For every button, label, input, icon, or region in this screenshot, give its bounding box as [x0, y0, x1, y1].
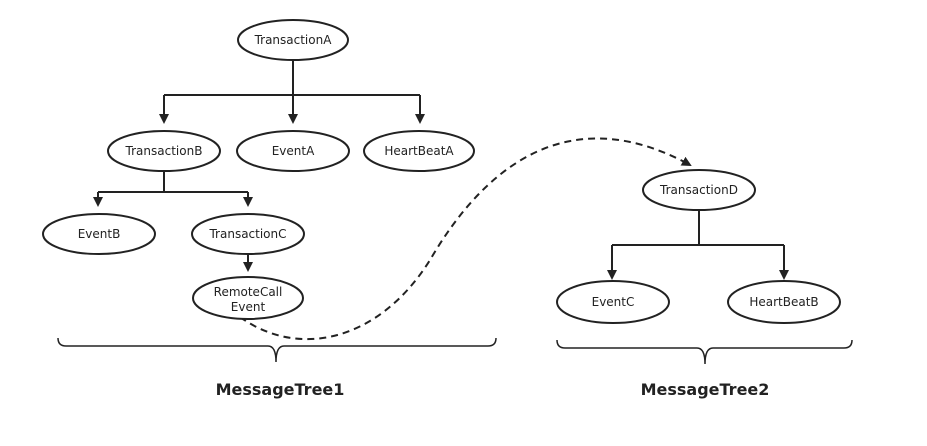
- ellipse-shape: [191, 213, 305, 255]
- node-label: TransactionC: [208, 227, 286, 241]
- node-label: TransactionA: [254, 33, 333, 47]
- edges-transaction-b: [93, 171, 253, 207]
- ellipse-shape: [107, 130, 221, 172]
- edges-transaction-a: [159, 60, 425, 124]
- group-label-message-tree-2: MessageTree2: [641, 380, 770, 399]
- node-event-a: EventA: [236, 130, 350, 172]
- node-label: EventA: [272, 144, 315, 158]
- node-event-b: EventB: [42, 213, 156, 255]
- edges-transaction-d: [607, 210, 789, 280]
- ellipse-shape: [236, 130, 350, 172]
- ellipse-shape: [642, 169, 756, 211]
- node-label: HeartBeatA: [384, 144, 454, 158]
- ellipse-shape: [192, 276, 304, 320]
- node-label: TransactionD: [659, 183, 738, 197]
- node-label: HeartBeatB: [749, 295, 818, 309]
- node-label: EventB: [78, 227, 121, 241]
- node-label: EventC: [592, 295, 635, 309]
- node-event-c: EventC: [556, 280, 670, 324]
- group-label-message-tree-1: MessageTree1: [216, 380, 345, 399]
- ellipse-shape: [237, 19, 349, 61]
- node-transaction-c: TransactionC: [191, 213, 305, 255]
- node-transaction-b: TransactionB: [107, 130, 221, 172]
- node-label: TransactionB: [125, 144, 203, 158]
- ellipse-shape: [556, 280, 670, 324]
- ellipse-shape: [727, 280, 841, 324]
- group-brace-message-tree-1: [57, 337, 497, 363]
- node-heartbeat-b: HeartBeatB: [727, 280, 841, 324]
- node-remote-call-event: RemoteCall Event: [192, 276, 304, 320]
- ellipse-shape: [363, 130, 475, 172]
- node-heartbeat-a: HeartBeatA: [363, 130, 475, 172]
- node-transaction-a: TransactionA: [237, 19, 349, 61]
- node-transaction-d: TransactionD: [642, 169, 756, 211]
- node-label-line1: RemoteCall: [214, 285, 283, 299]
- edge-remote-call-to-transaction-d: [239, 137, 692, 340]
- group-brace-message-tree-2: [556, 339, 853, 365]
- node-label-line2: Event: [231, 300, 266, 314]
- ellipse-shape: [42, 213, 156, 255]
